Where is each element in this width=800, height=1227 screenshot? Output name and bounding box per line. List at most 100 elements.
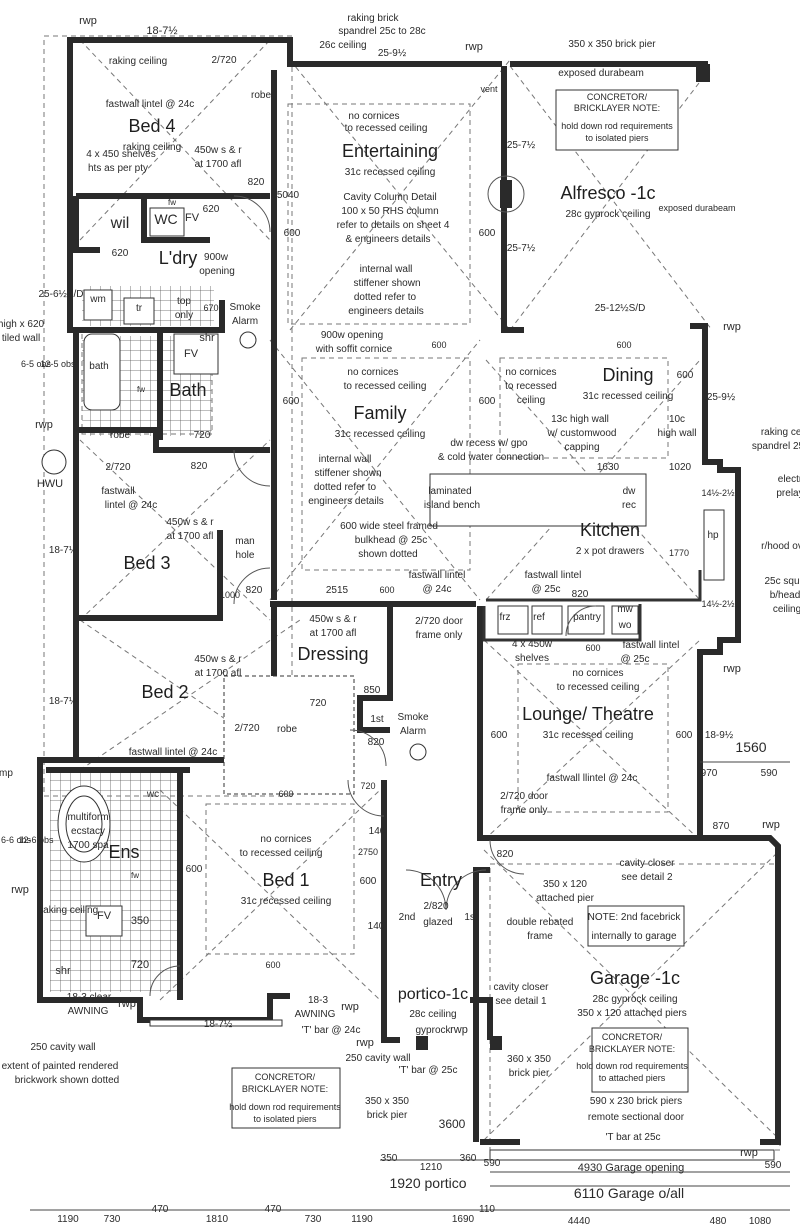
room-name: Kitchen <box>580 520 640 540</box>
plan-annotation: 110 <box>479 1204 495 1215</box>
plan-annotation: 140 <box>369 826 386 837</box>
plan-annotation: wo <box>618 620 632 631</box>
plan-annotation: 900w opening <box>321 330 383 341</box>
plan-annotation: brickwork shown dotted <box>15 1075 120 1086</box>
room-ceiling-note: 31c recessed ceiling <box>241 896 332 907</box>
plan-annotation: shown dotted <box>358 549 418 560</box>
plan-annotation: rwp <box>465 41 483 53</box>
plan-annotation: 590 x 230 brick piers <box>590 1096 682 1107</box>
plan-annotation: to isolated piers <box>585 133 649 143</box>
plan-annotation: CONCRETOR/ <box>255 1072 316 1082</box>
plan-annotation: 12-5 obs <box>40 359 76 369</box>
plan-annotation: 26c ceiling <box>319 40 366 51</box>
plan-annotation: 1700 spa <box>67 840 109 851</box>
plan-annotation: NOTE: 2nd facebrick <box>588 912 682 923</box>
plan-annotation: fw <box>137 385 145 394</box>
plan-annotation: 5040 <box>277 190 300 201</box>
plan-annotation: 12-6 obs <box>18 835 54 845</box>
plan-annotation: exposed durabeam <box>558 68 644 79</box>
plan-annotation: @ 25c <box>620 654 649 665</box>
plan-annotation: & engineers details <box>345 234 430 245</box>
plan-annotation: 350 x 120 attached piers <box>577 1008 687 1019</box>
plan-annotation: tr <box>136 303 143 314</box>
plan-annotation: 18-7½ <box>49 696 78 707</box>
plan-annotation: no cornices <box>348 111 399 122</box>
room-name: Lounge/ Theatre <box>522 704 654 724</box>
plan-annotation: fastwall <box>101 486 134 497</box>
plan-annotation: 4440 <box>568 1216 591 1227</box>
plan-annotation: no cornices <box>505 367 556 378</box>
plan-annotation: @ 25c <box>531 584 560 595</box>
plan-annotation: wc <box>146 789 159 800</box>
plan-annotation: wm <box>89 294 106 305</box>
plan-annotation: 450w s & r <box>166 517 214 528</box>
plan-annotation: 350 x 350 brick pier <box>568 39 656 50</box>
plan-annotation: high wall <box>658 428 697 439</box>
plan-annotation: rwp <box>118 998 136 1010</box>
room-ceiling-note: 31c recessed ceiling <box>335 429 426 440</box>
plan-annotation: no cornices <box>347 367 398 378</box>
plan-annotation: raking brick <box>347 13 399 24</box>
plan-annotation: dotted refer to <box>314 482 377 493</box>
plan-annotation: AWNING <box>68 1006 109 1017</box>
plan-annotation: 14½-2½ <box>701 488 735 498</box>
plan-annotation: 470 <box>152 1204 169 1215</box>
plan-annotation: 600 <box>677 370 694 381</box>
plan-annotation: rwp <box>341 1001 359 1013</box>
plan-annotation: fastwall lintel <box>525 570 582 581</box>
plan-annotation: lintel @ 24c <box>105 500 157 511</box>
plan-annotation: 1810 <box>206 1214 229 1225</box>
room-name: Family <box>354 403 407 423</box>
plan-annotation: rwp <box>11 884 29 896</box>
room-name: Bed 1 <box>262 870 309 890</box>
room-ceiling-note: raking ceiling <box>123 142 181 153</box>
plan-annotation: multiform <box>67 812 108 823</box>
plan-annotation: WC <box>154 211 177 227</box>
plan-annotation: frame only <box>416 630 463 641</box>
plan-annotation: 4 x 450w <box>512 639 553 650</box>
plan-annotation: 140 <box>368 921 385 932</box>
plan-annotation: 2/720 door <box>415 616 463 627</box>
plan-annotation: 360 <box>460 1153 477 1164</box>
plan-annotation: raking ceiling <box>761 427 800 438</box>
plan-annotation: hold down rod requirements <box>229 1102 341 1112</box>
plan-annotation: 600 <box>585 643 600 653</box>
plan-annotation: 600 <box>283 396 300 407</box>
plan-annotation: 2515 <box>326 585 349 596</box>
plan-annotation: at 1700 afl <box>195 668 242 679</box>
plan-annotation: frame <box>527 931 553 942</box>
plan-annotation: top <box>177 296 191 307</box>
plan-annotation: fastwall lintel @ 24c <box>129 747 218 758</box>
room-ceiling-note: 28c ceiling <box>409 1009 456 1020</box>
plan-annotation: 2/720 door <box>500 791 548 802</box>
plan-annotation: 'T bar at 25c <box>605 1132 660 1143</box>
plan-annotation: 18-9½ <box>705 730 734 741</box>
plan-annotation: 450w s & r <box>309 614 357 625</box>
plan-annotation: at 1700 afl <box>167 531 214 542</box>
plan-annotation: capping <box>564 442 599 453</box>
plan-annotation: to recessed ceiling <box>557 682 640 693</box>
room-name: Dining <box>602 365 653 385</box>
plan-annotation: bath <box>89 361 108 372</box>
plan-annotation: 850 <box>364 685 381 696</box>
plan-annotation: brick pier <box>509 1068 550 1079</box>
dashed-outlines <box>43 35 781 1151</box>
room-ceiling-note: 31c recessed ceiling <box>583 391 674 402</box>
plan-annotation: 2/720 <box>211 55 236 66</box>
plan-annotation: 2nd <box>399 912 416 923</box>
plan-annotation: 4 x 450 shelves <box>86 149 156 160</box>
plan-annotation: internal wall <box>319 454 372 465</box>
plan-annotation: Alarm <box>232 316 258 327</box>
plan-annotation: fastwall lintel <box>409 570 466 581</box>
plan-annotation: 600 <box>284 228 301 239</box>
plan-annotation: remote sectional door <box>588 1112 685 1123</box>
plan-annotation: gyprock <box>415 1025 451 1036</box>
plan-annotation: 450w s & r <box>194 654 242 665</box>
plan-annotation: stiffener shown <box>353 278 420 289</box>
plan-annotation: 590 <box>484 1158 501 1169</box>
plan-annotation: 13c high wall <box>551 414 609 425</box>
plan-annotation: see detail 2 <box>621 872 673 883</box>
plan-annotation: 14½-2½ <box>701 599 735 609</box>
plan-annotation: 600 <box>265 960 280 970</box>
plan-annotation: 720 <box>194 430 211 441</box>
